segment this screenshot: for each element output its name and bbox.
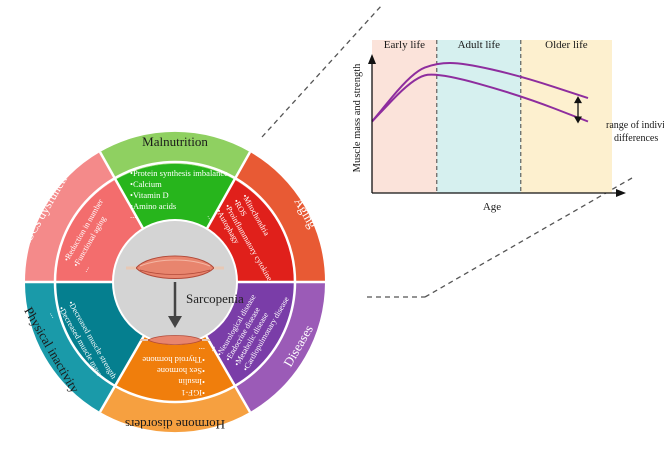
muscs-outer-sector: [24, 152, 115, 282]
list-item: •Amino acids: [130, 201, 176, 211]
list-item: ...: [206, 213, 217, 223]
malnutrition-inner-sector: [115, 163, 235, 232]
series-line-upper: [371, 61, 589, 123]
phase-zone-older: [520, 40, 612, 193]
x-axis-arrow-icon: [616, 189, 626, 197]
phase-zone-adult: [436, 40, 521, 193]
range-annotation: range of individual differences: [606, 120, 664, 144]
physical-inner-sector: [54, 282, 145, 386]
muscle-large-icon: [126, 255, 224, 279]
y-axis-label: Muscle mass and strength: [352, 63, 363, 173]
phase-label-early: Early life: [384, 39, 425, 51]
muscle-mass-chart: Early life Adult life Older life Age Mus…: [352, 39, 664, 213]
x-axis-label: Age: [483, 201, 501, 213]
list-item: •IGF-1: [181, 388, 205, 398]
list-item: ...: [199, 346, 205, 356]
diseases-inner-sector: [205, 282, 296, 386]
center-label: Sarcopenia: [186, 291, 244, 306]
list-item: ...: [80, 264, 91, 274]
wheel-separators: [25, 151, 325, 413]
malnutrition-title: Malnutrition: [142, 134, 208, 149]
series-line-lower: [371, 73, 589, 123]
phase-label-older: Older life: [545, 39, 588, 51]
phase-zone-early: [372, 40, 437, 193]
list-item: ...: [206, 343, 217, 353]
list-item: •Sex hormone: [157, 366, 205, 376]
diseases-outer-sector: [235, 282, 325, 412]
muscs-inner-sector: [55, 180, 145, 282]
range-arrow-head: [574, 96, 582, 104]
malnutrition-items: •Protein synthesis imbalance •Calcium •V…: [130, 168, 228, 220]
hormone-title: Hormone disorders: [125, 417, 225, 432]
list-item: •Vitamin D: [130, 190, 169, 200]
aging-outer-sector: [235, 152, 325, 282]
hormone-inner-sector: [115, 334, 235, 403]
phase-label-adult: Adult life: [458, 39, 501, 51]
list-item: ...: [48, 310, 59, 320]
aging-inner-sector: [205, 180, 295, 282]
list-item: •Calcium: [130, 179, 162, 189]
list-item: •Thyroid hormone: [142, 355, 205, 365]
list-item: •Insulin: [178, 377, 205, 387]
muscle-small-icon: [140, 335, 210, 345]
callout-connectors: [261, 4, 633, 298]
hormone-outer-sector: [100, 386, 250, 433]
hormone-items: •IGF-1 •Insulin •Sex hormone •Thyroid ho…: [142, 346, 205, 398]
down-arrow-icon: [168, 282, 182, 328]
physical-outer-sector: [24, 282, 115, 412]
range-arrow-head: [574, 116, 582, 124]
list-item: ...: [130, 210, 136, 220]
y-axis-arrow-icon: [368, 54, 376, 64]
list-item: •Protein synthesis imbalance: [130, 168, 228, 178]
cause-wheel: Sarcopenia Malnutrition Aging Diseases H…: [12, 131, 325, 433]
